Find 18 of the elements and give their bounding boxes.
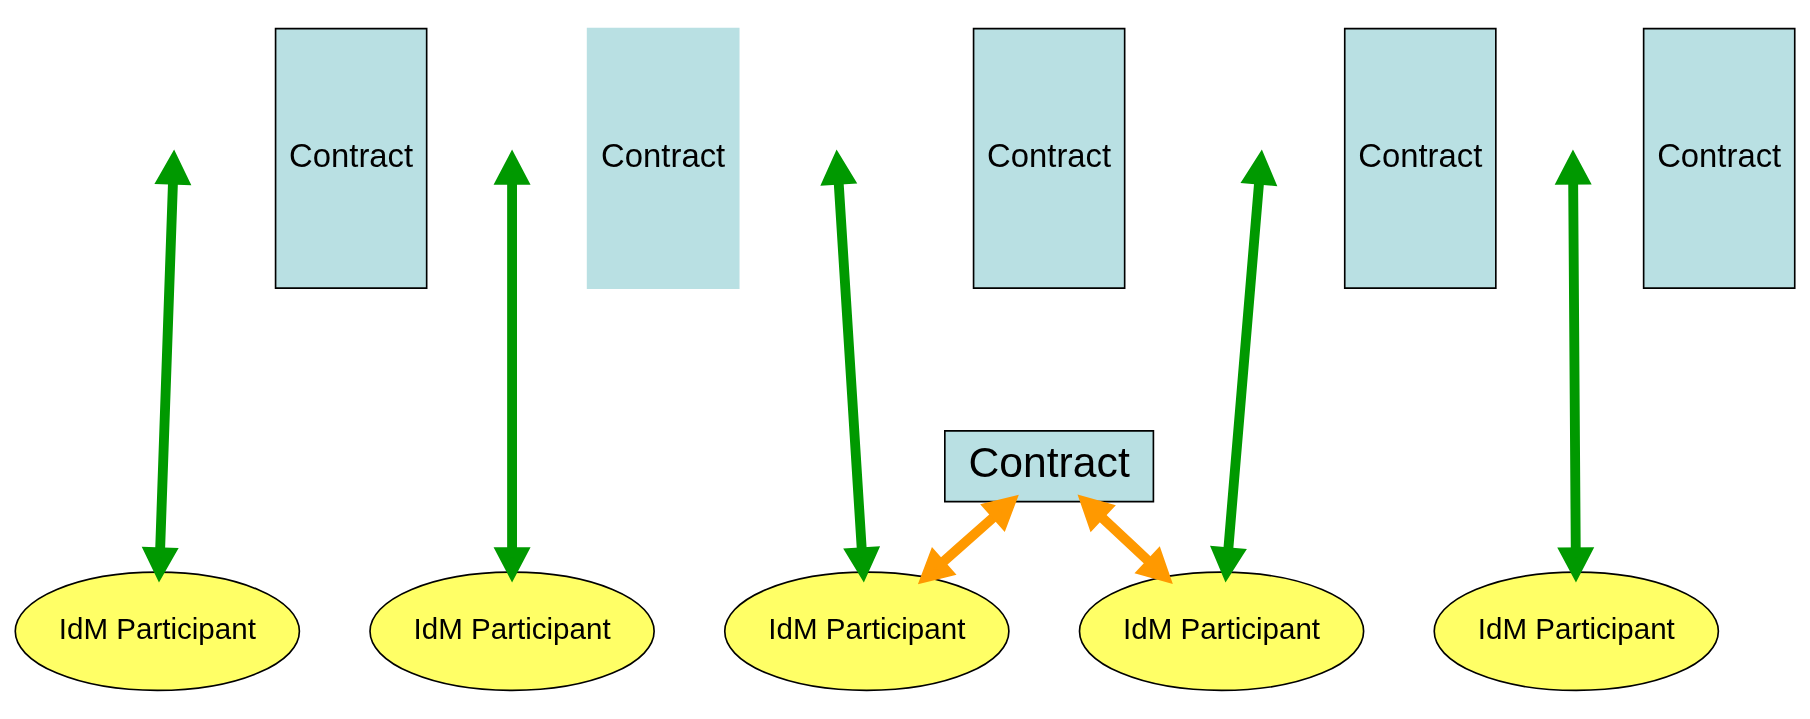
arrow [917, 494, 1019, 585]
node-box: Contract [274, 27, 428, 289]
node-ellipse: IdM Participant [1078, 571, 1365, 692]
arrow [1210, 149, 1278, 583]
arrow [1077, 494, 1173, 584]
node-ellipse: IdM Participant [1433, 571, 1720, 692]
node-box: Contract [1343, 27, 1497, 289]
node-ellipse: IdM Participant [14, 571, 301, 692]
node-box: Contract [944, 430, 1155, 503]
node-box: Contract [1642, 27, 1796, 289]
node-box: Contract [586, 27, 740, 289]
arrow [141, 149, 192, 583]
node-box: Contract [972, 27, 1126, 289]
arrow [1554, 149, 1595, 583]
node-ellipse: IdM Participant [369, 571, 655, 692]
node-ellipse: IdM Participant [723, 571, 1010, 692]
arrow [820, 149, 881, 583]
arrow [493, 149, 531, 583]
